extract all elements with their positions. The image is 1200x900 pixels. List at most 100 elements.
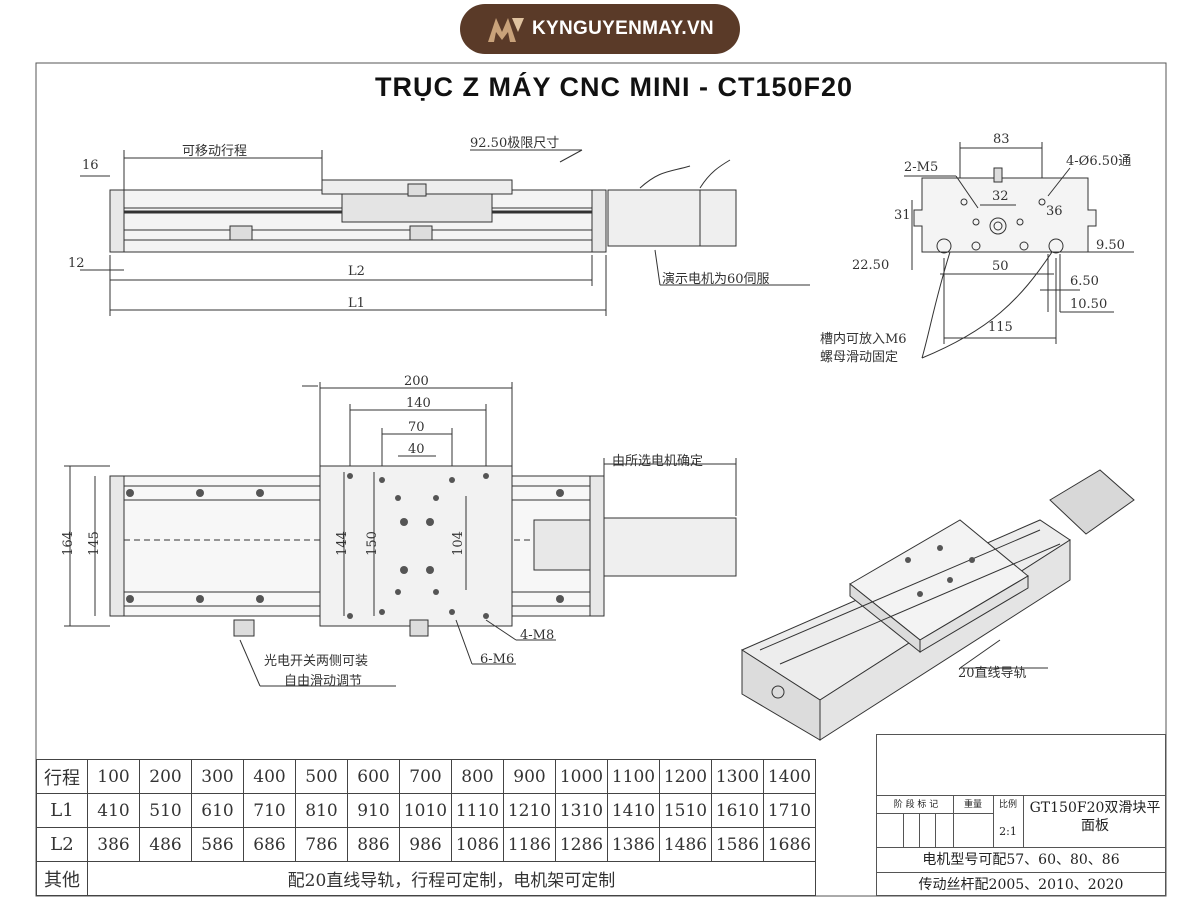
dim-140: 140 [406, 396, 431, 411]
dim-115: 115 [988, 320, 1013, 335]
table-cell: 810 [295, 793, 348, 828]
table-cell: 1286 [555, 827, 608, 862]
table-row: 行程 100 200 300 400 500 600 700 800 900 1… [36, 759, 816, 794]
rail-note: 20直线导轨 [958, 666, 1027, 681]
table-cell: 1310 [555, 793, 608, 828]
dim-l2: L2 [348, 264, 365, 279]
title-block: 阶 段 标 记 重量 比例 2:1 GT150F20双滑块平面板 电机型号可配5… [876, 734, 1166, 896]
dim-32: 32 [992, 189, 1009, 204]
other-label: 其他 [36, 861, 88, 896]
dim-144: 144 [334, 531, 350, 556]
table-cell: 1186 [503, 827, 556, 862]
table-cell: 386 [87, 827, 140, 862]
dim-104: 104 [450, 531, 466, 556]
table-cell: 900 [503, 759, 556, 794]
table-cell: 1400 [763, 759, 816, 794]
table-cell: 910 [347, 793, 400, 828]
table-cell: 600 [347, 759, 400, 794]
m5-label: 2-M5 [904, 160, 939, 175]
dim-40: 40 [408, 442, 425, 457]
dim-6-50: 6.50 [1070, 274, 1099, 289]
table-cell: 200 [139, 759, 192, 794]
table-cell: 1010 [399, 793, 452, 828]
spec-table: 行程 100 200 300 400 500 600 700 800 900 1… [36, 759, 816, 896]
dim-22-50: 22.50 [852, 258, 890, 273]
table-cell: 1300 [711, 759, 764, 794]
travel-label: 可移动行程 [182, 144, 248, 159]
table-cell: 1486 [659, 827, 712, 862]
table-cell: 300 [191, 759, 244, 794]
slot-note-1: 槽内可放入M6 [820, 332, 907, 347]
switch-note-2: 自由滑动调节 [284, 674, 363, 689]
slot-note-2: 螺母滑动固定 [820, 350, 899, 365]
table-cell: 786 [295, 827, 348, 862]
table-cell: 510 [139, 793, 192, 828]
end-view [904, 142, 1134, 359]
table-cell: 400 [243, 759, 296, 794]
table-cell: 886 [347, 827, 400, 862]
dim-50: 50 [992, 259, 1009, 274]
table-cell: 1200 [659, 759, 712, 794]
table-cell: 1386 [607, 827, 660, 862]
motor-select-note: 由所选电机确定 [612, 454, 704, 469]
tb-motor-line: 电机型号可配57、60、80、86 [877, 847, 1165, 872]
limit-label: 92.50极限尺寸 [470, 136, 560, 151]
tb-header-1: 阶 段 标 记 [893, 800, 939, 810]
table-cell: 500 [295, 759, 348, 794]
tb-header-2: 重量 [963, 800, 982, 810]
table-cell: 1100 [607, 759, 660, 794]
table-cell: 1210 [503, 793, 556, 828]
table-cell: 1686 [763, 827, 816, 862]
brand-logo[interactable]: KYNGUYENMAY.VN [460, 4, 740, 54]
plan-view [64, 382, 737, 687]
logo-mark-icon [488, 18, 525, 42]
tb-scale: 2:1 [999, 825, 1017, 838]
table-cell: 1586 [711, 827, 764, 862]
tb-header-3: 比例 [998, 800, 1017, 810]
dim-164: 164 [60, 531, 76, 556]
row-label: L2 [36, 827, 88, 862]
table-row: 其他 配20直线导轨，行程可定制，电机架可定制 [36, 861, 816, 896]
dim-31: 31 [894, 208, 911, 223]
tb-screw-line: 传动丝杆配2005、2010、2020 [877, 872, 1165, 897]
table-cell: 610 [191, 793, 244, 828]
logo-text: KYNGUYENMAY.VN [532, 18, 714, 39]
table-row: L2 386 486 586 686 786 886 986 1086 1186… [36, 827, 816, 862]
table-cell: 1086 [451, 827, 504, 862]
dim-12: 12 [68, 256, 85, 271]
table-cell: 410 [87, 793, 140, 828]
m8-label: 4-M8 [520, 628, 555, 643]
dim-10-50: 10.50 [1070, 297, 1108, 312]
drawing-title: TRỤC Z MÁY CNC MINI - CT150F20 [374, 72, 854, 102]
dim-16: 16 [82, 158, 99, 173]
table-cell: 1710 [763, 793, 816, 828]
motor-note: 演示电机为60伺服 [662, 272, 770, 287]
dim-83: 83 [993, 132, 1010, 147]
tb-part: GT150F20双滑块平面板 [1029, 800, 1161, 834]
table-cell: 1610 [711, 793, 764, 828]
table-cell: 800 [451, 759, 504, 794]
table-cell: 586 [191, 827, 244, 862]
table-cell: 100 [87, 759, 140, 794]
dim-9-50: 9.50 [1096, 238, 1125, 253]
dim-70: 70 [408, 420, 425, 435]
dim-145: 145 [86, 531, 102, 556]
row-label: L1 [36, 793, 88, 828]
dim-36: 36 [1046, 204, 1063, 219]
m6-label: 6-M6 [480, 652, 515, 667]
side-view [80, 149, 810, 316]
table-cell: 986 [399, 827, 452, 862]
table-cell: 700 [399, 759, 452, 794]
table-cell: 686 [243, 827, 296, 862]
table-cell: 1410 [607, 793, 660, 828]
table-cell: 1000 [555, 759, 608, 794]
dim-200: 200 [404, 374, 429, 389]
dim-l1: L1 [348, 296, 365, 311]
table-cell: 1110 [451, 793, 504, 828]
other-text: 配20直线导轨，行程可定制，电机架可定制 [87, 861, 816, 896]
table-cell: 486 [139, 827, 192, 862]
dim-150: 150 [364, 531, 380, 556]
row-label: 行程 [36, 759, 88, 794]
switch-note-1: 光电开关两侧可装 [264, 654, 369, 669]
